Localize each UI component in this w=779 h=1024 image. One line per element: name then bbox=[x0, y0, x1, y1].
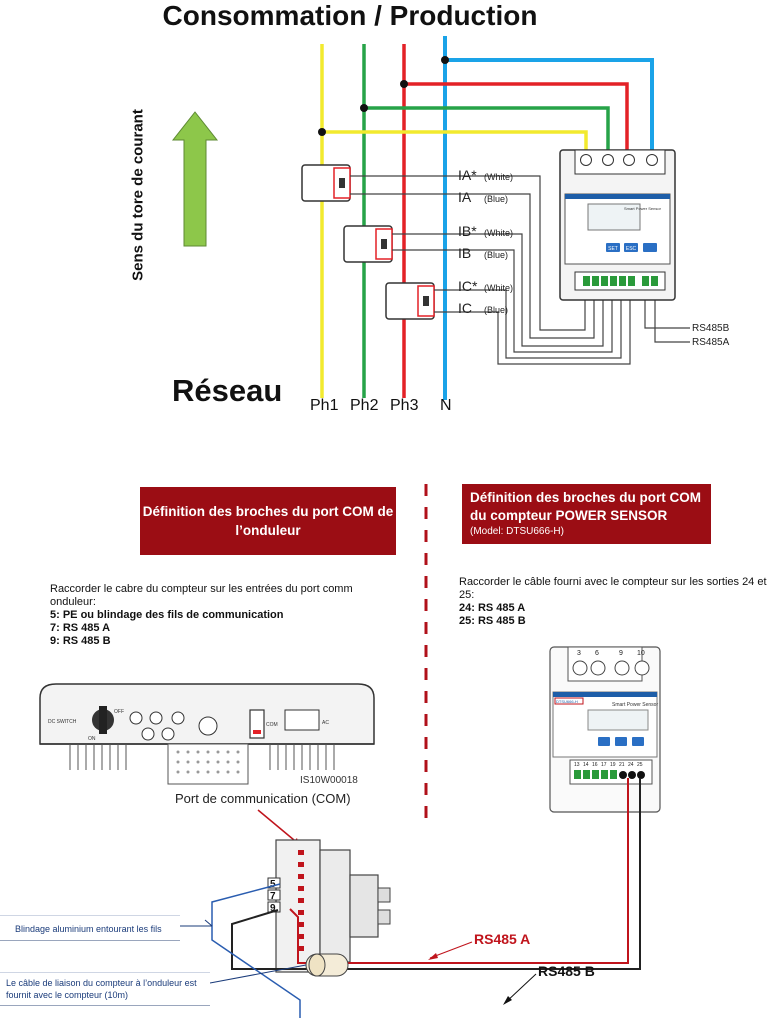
meter-wiring-diagram: IA* (White) IA (Blue) IB* (White) IB (Bl… bbox=[171, 36, 730, 414]
meter-pin-25: 25: RS 485 B bbox=[459, 615, 526, 627]
inverter-com-banner: Définition des broches du port COM de l’… bbox=[140, 487, 396, 555]
phase-label-ph1: Ph1 bbox=[310, 397, 339, 414]
meter-pin-24: 24: RS 485 A bbox=[459, 602, 526, 614]
power-sensor-meter: Smart Power Sensor SET ESC bbox=[559, 149, 676, 301]
inverter-instruction-text: Raccorder le cabre du compteur sur les e… bbox=[50, 583, 353, 608]
connector-pin-7: 7 bbox=[270, 891, 276, 902]
ct-label-ia: IA bbox=[458, 189, 472, 205]
inverter-pin-5: 5: PE ou blindage des fils de communicat… bbox=[50, 609, 284, 621]
meter-model-tag: DTSU666-H bbox=[556, 699, 578, 704]
meter-terminal-19: 19 bbox=[610, 762, 616, 768]
meter-instruction-text: Raccorder le câble fourni avec le compte… bbox=[459, 576, 767, 601]
ph1-tap bbox=[322, 130, 588, 156]
meter-terminal-21: 21 bbox=[619, 762, 625, 768]
ph1-junction bbox=[318, 128, 326, 136]
meter-device-label: Smart Power Sensor bbox=[612, 702, 658, 708]
grid-label: Réseau bbox=[172, 373, 283, 408]
neutral-junction bbox=[441, 56, 449, 64]
shield-note: Blindage aluminium entourant les fils bbox=[0, 915, 180, 941]
ct-label-ia-star: IA* bbox=[458, 167, 477, 183]
meter-model: (Model: DTSU666-H) bbox=[470, 526, 564, 537]
switch-off-label: OFF bbox=[114, 709, 124, 715]
diagram-title: Consommation / Production bbox=[162, 0, 538, 31]
ct-label-ic: IC bbox=[458, 300, 472, 316]
com-port-tag: COM bbox=[266, 722, 278, 728]
ac-port-tag: AC bbox=[322, 720, 329, 726]
ph2-tap bbox=[364, 106, 610, 156]
ph2-junction bbox=[360, 104, 368, 112]
ct-label-ib: IB bbox=[458, 245, 471, 261]
ct-clamp-a bbox=[301, 164, 351, 202]
meter-device: 3 6 9 10 DTSU666-H Smart Power Sensor 13… bbox=[549, 646, 661, 813]
ct-clamp-b bbox=[343, 225, 393, 263]
ct-wire-ic-star: (White) bbox=[484, 283, 513, 293]
shield-wire bbox=[211, 883, 301, 1018]
meter-com-banner: Définition des broches du port COM du co… bbox=[462, 484, 711, 544]
rs485a-label: RS485 A bbox=[474, 931, 530, 947]
switch-on-label: ON bbox=[88, 736, 96, 742]
image-code: IS10W00018 bbox=[300, 775, 358, 786]
phase-label-n: N bbox=[440, 397, 452, 414]
ct-clamp-c bbox=[385, 282, 435, 320]
ct-wires bbox=[350, 175, 690, 365]
rs485a-output-label: RS485A bbox=[692, 337, 730, 348]
meter-com-banner-text: Définition des broches du port COM du co… bbox=[470, 490, 702, 523]
ct-wire-ic: (Blue) bbox=[484, 305, 508, 315]
rs485-a-wire bbox=[289, 778, 629, 964]
ph3-junction bbox=[400, 80, 408, 88]
ct-wire-ia: (Blue) bbox=[484, 194, 508, 204]
rs485b-label: RS485 B bbox=[538, 963, 595, 979]
com-connector: 5 7 9 bbox=[267, 839, 391, 973]
meter-top-terminal-9: 9 bbox=[619, 650, 623, 657]
phase-label-ph2: Ph2 bbox=[350, 397, 379, 414]
ct-label-ic-star: IC* bbox=[458, 278, 478, 294]
ct-label-ib-star: IB* bbox=[458, 223, 477, 239]
neutral-tap bbox=[445, 58, 654, 156]
inverter-com-banner-text: Définition des broches du port COM de l’… bbox=[142, 504, 394, 538]
meter-terminal-24: 24 bbox=[628, 762, 634, 768]
connector-pin-5: 5 bbox=[270, 879, 276, 890]
meter-esc-button: ESC bbox=[626, 246, 637, 252]
meter-terminal-13: 13 bbox=[574, 762, 580, 768]
meter-top-terminal-3: 3 bbox=[577, 650, 581, 657]
ct-wire-ib: (Blue) bbox=[484, 250, 508, 260]
inverter-pin-9: 9: RS 485 B bbox=[50, 635, 111, 647]
cable-shield bbox=[305, 953, 349, 977]
meter-set-button: SET bbox=[608, 246, 618, 252]
inverter-pin-7: 7: RS 485 A bbox=[50, 622, 111, 634]
meter-panel-label: Smart Power Sensor bbox=[624, 206, 662, 211]
rs485-b-wire bbox=[231, 778, 641, 970]
meter-terminal-25: 25 bbox=[637, 762, 643, 768]
phase-label-ph3: Ph3 bbox=[390, 397, 419, 414]
com-wiring-diagram: DC SWITCH OFF ON COM AC IS10W00018 Port … bbox=[39, 646, 661, 1018]
inverter-pin-instructions: Raccorder le cabre du compteur sur les e… bbox=[50, 583, 395, 648]
dc-switch-label: DC SWITCH bbox=[48, 719, 77, 725]
rs485b-output-label: RS485B bbox=[692, 323, 730, 334]
meter-terminal-14: 14 bbox=[583, 762, 589, 768]
meter-terminal-17: 17 bbox=[601, 762, 607, 768]
meter-terminal-16: 16 bbox=[592, 762, 598, 768]
meter-pin-instructions: Raccorder le câble fourni avec le compte… bbox=[459, 576, 777, 628]
ct-wire-ia-star: (White) bbox=[484, 172, 513, 182]
ct-wire-ib-star: (White) bbox=[484, 228, 513, 238]
meter-top-terminal-6: 6 bbox=[595, 650, 599, 657]
com-port-label: Port de communication (COM) bbox=[175, 791, 351, 806]
inverter-device: DC SWITCH OFF ON COM AC bbox=[39, 683, 375, 785]
connector-pin-9: 9 bbox=[270, 903, 276, 914]
cable-note: Le câble de liaison du compteur à l’ondu… bbox=[0, 972, 210, 1006]
ph3-tap bbox=[404, 82, 629, 156]
current-direction-arrow bbox=[171, 111, 219, 247]
section-divider bbox=[424, 484, 428, 818]
meter-top-terminal-10: 10 bbox=[637, 650, 645, 657]
